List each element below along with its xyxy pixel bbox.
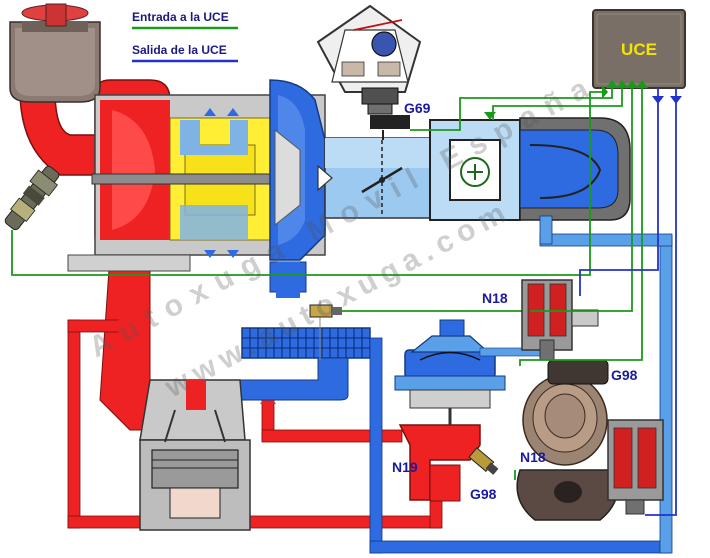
turbocharger-icon bbox=[67, 79, 338, 272]
legend-output-label: Salida de la UCE bbox=[132, 43, 227, 57]
engine-piston-icon bbox=[139, 379, 251, 531]
ecu-module-icon: UCE bbox=[592, 9, 686, 89]
legend: Entrada a la UCE Salida de la UCE bbox=[132, 10, 238, 63]
intercooler-icon bbox=[241, 261, 371, 359]
n18-top-label: N18 bbox=[482, 290, 508, 306]
lambda-sensor-icon bbox=[4, 165, 60, 231]
egr-valve-icon: G98 N18 bbox=[516, 359, 638, 521]
g69-label: G69 bbox=[404, 100, 431, 116]
throttle-position-sensor-icon: G69 bbox=[316, 4, 431, 140]
n18-egr-label: N18 bbox=[520, 449, 546, 465]
n19-label: N19 bbox=[392, 459, 418, 475]
boost-actuator: N19 bbox=[392, 319, 543, 502]
g98-bottom-label: G98 bbox=[470, 486, 497, 502]
catalyst-can bbox=[9, 3, 101, 103]
signal-wires bbox=[11, 80, 682, 516]
intake-tube bbox=[317, 117, 631, 221]
solenoid-valve-icon: N18 bbox=[482, 279, 599, 361]
temperature-sensor-icon: G98 bbox=[468, 447, 499, 502]
intake-temperature-sensor bbox=[309, 304, 530, 318]
g98-right-label: G98 bbox=[611, 367, 638, 383]
ecu-label: UCE bbox=[621, 40, 657, 59]
legend-input-label: Entrada a la UCE bbox=[132, 10, 229, 24]
solenoid-valve-2 bbox=[607, 419, 664, 515]
